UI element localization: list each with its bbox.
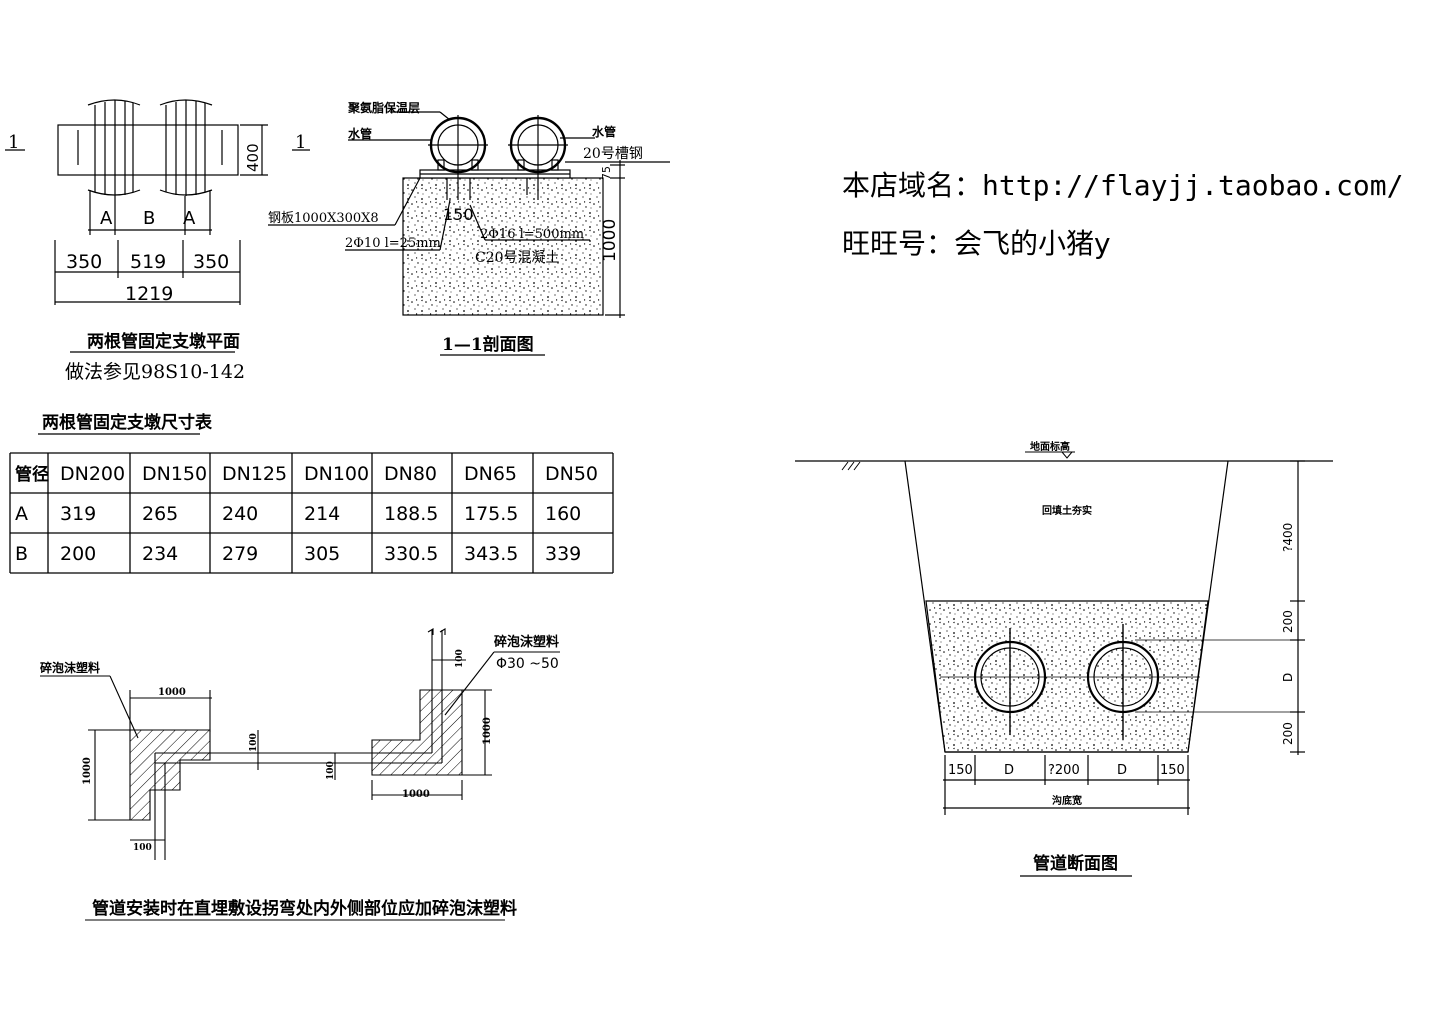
table-cell: 214: [304, 503, 340, 525]
bend-dim-right-height: 1000: [482, 717, 493, 745]
table-header-cell: DN80: [384, 463, 437, 485]
trench-label-ground: 地面标高: [1030, 440, 1070, 453]
table-cell: B: [15, 543, 28, 565]
table-cell: 279: [222, 543, 258, 565]
table-cell: 160: [545, 503, 581, 525]
bend-dim-100-a: 100: [249, 733, 259, 752]
plan-label-b: B: [143, 208, 155, 229]
trench-dim-200-bottom: 200: [1281, 722, 1295, 745]
section-label-rebar-long: 2Φ16 l=500mm: [480, 227, 584, 242]
bend-dim-left-height: 1000: [82, 757, 93, 785]
trench-dim-200-top: 200: [1281, 610, 1295, 633]
table-header-cell: DN200: [60, 463, 125, 485]
shop-domain-label: 本店域名：: [842, 169, 983, 202]
bend-right-foam-block: [371, 689, 463, 776]
plan-dim-350-left: 350: [66, 251, 102, 273]
table-header-cell: DN125: [222, 463, 287, 485]
table-header-cell: 管径: [15, 464, 49, 485]
section-label-rebar-short: 2Φ10 l=25mm: [345, 236, 441, 251]
trench-section: [795, 451, 1333, 877]
trench-dim-150-left: 150: [948, 763, 973, 778]
bend-dim-100-d: 100: [455, 649, 465, 668]
section-dim-150: 150: [443, 205, 474, 224]
plan-dim-total: 1219: [125, 283, 173, 305]
plan-dim-height: 400: [244, 143, 262, 172]
table-header-cell: DN50: [545, 463, 598, 485]
shop-domain-link[interactable]: http://flayjj.taobao.com/: [982, 169, 1404, 202]
bend-caption: 管道安装时在直埋敷设拐弯处内外侧部位应加碎泡沫塑料: [92, 898, 517, 919]
plan-label-a2: A: [183, 208, 196, 229]
shop-wangwang-label: 旺旺号：: [842, 227, 955, 260]
section-label-concrete: C20号混凝土: [475, 250, 560, 266]
table-cell: 330.5: [384, 543, 438, 565]
bend-left-foam-block: [129, 729, 211, 821]
plan-texts: 1 1 400 A B A 350 519 350 1219 两根管固定支墩平面…: [8, 132, 306, 383]
plan-pipe-right: [159, 99, 213, 196]
section-label-water-pipe-right: 水管: [592, 124, 616, 139]
section-label-insulation: 聚氨脂保温层: [347, 100, 420, 115]
section-label-channel: 20号槽钢: [583, 146, 643, 162]
trench-title: 管道断面图: [1033, 853, 1118, 874]
bend-dim-100-c: 100: [133, 843, 152, 853]
trench-dim-gap: ?200: [1048, 763, 1080, 778]
trench-dim-top: ?400: [1281, 523, 1295, 552]
plan-pipe-left: [87, 99, 141, 196]
bend-texts: 碎泡沫塑料 碎泡沫塑料 Φ30 ~50 1000 1000 100 100 10…: [40, 634, 559, 919]
table-cell: 240: [222, 503, 258, 525]
plan-section-mark-left: 1: [8, 132, 19, 153]
bend-dim-bottom-right: 1000: [402, 789, 430, 800]
bend-dim-top-left: 1000: [158, 687, 186, 698]
shop-wangwang-line: 旺旺号：会飞的小猪y: [842, 222, 1111, 262]
shop-wangwang-value: 会飞的小猪y: [954, 227, 1111, 260]
plan-label-a1: A: [100, 208, 113, 229]
trench-dim-d-left: D: [1004, 763, 1014, 778]
shop-domain-line: 本店域名：http://flayjj.taobao.com/: [842, 164, 1403, 204]
table-cell: 305: [304, 543, 340, 565]
table-header-cell: DN65: [464, 463, 517, 485]
section-label-plate: 钢板1000X300X8: [268, 211, 379, 226]
trench-dim-d-right: D: [1117, 763, 1127, 778]
size-table: 两根管固定支墩尺寸表 管径 DN200 DN150 DN125 DN100 DN80 DN6…: [9, 412, 614, 574]
section-concrete-block: [402, 177, 604, 316]
trench-label-backfill: 回填土夯实: [1042, 504, 1092, 517]
table-cell: 200: [60, 543, 96, 565]
bend-dim-100-b: 100: [326, 761, 336, 780]
table-cell: 339: [545, 543, 581, 565]
plan-dim-519: 519: [130, 251, 166, 273]
section-texts: 聚氨脂保温层 水管 水管 20号槽钢 75 钢板1000X300X8 150 2…: [268, 100, 643, 355]
plan-view: [5, 99, 310, 353]
section-view: [268, 111, 670, 356]
plan-dim-350-right: 350: [193, 251, 229, 273]
section-dim-1000: 1000: [600, 219, 620, 262]
table-cell: 175.5: [464, 503, 518, 525]
bend-label-foam-right: 碎泡沫塑料: [494, 634, 559, 650]
bend-detail: [40, 628, 560, 921]
plan-title: 两根管固定支墩平面: [87, 331, 240, 352]
trench-sand-bedding: [925, 600, 1209, 753]
section-label-water-pipe-left: 水管: [348, 126, 372, 141]
plan-section-mark-right: 1: [295, 132, 306, 153]
plan-subtitle: 做法参见98S10-142: [65, 361, 245, 383]
section-dim-75: 75: [600, 166, 613, 180]
trench-dim-150-right: 150: [1160, 763, 1185, 778]
table-cell: 188.5: [384, 503, 438, 525]
bend-label-foam-size: Φ30 ~50: [496, 656, 559, 672]
table-cell: A: [15, 503, 28, 525]
table-cell: 343.5: [464, 543, 518, 565]
table-cell: 265: [142, 503, 178, 525]
trench-label-bottom-width: 沟底宽: [1052, 794, 1082, 807]
plan-footing: [57, 124, 239, 176]
bend-label-foam-left: 碎泡沫塑料: [40, 660, 100, 675]
table-cell: 234: [142, 543, 178, 565]
table-cell: 319: [60, 503, 96, 525]
table-header-cell: DN100: [304, 463, 369, 485]
table-header-cell: DN150: [142, 463, 207, 485]
table-title: 两根管固定支墩尺寸表: [42, 412, 213, 433]
trench-dim-d-vertical: D: [1281, 673, 1295, 682]
trench-texts: 地面标高 回填土夯实 ?400 200 D 200 150 D ?200 D 1…: [948, 440, 1295, 874]
section-title: 1—1剖面图: [442, 334, 534, 355]
